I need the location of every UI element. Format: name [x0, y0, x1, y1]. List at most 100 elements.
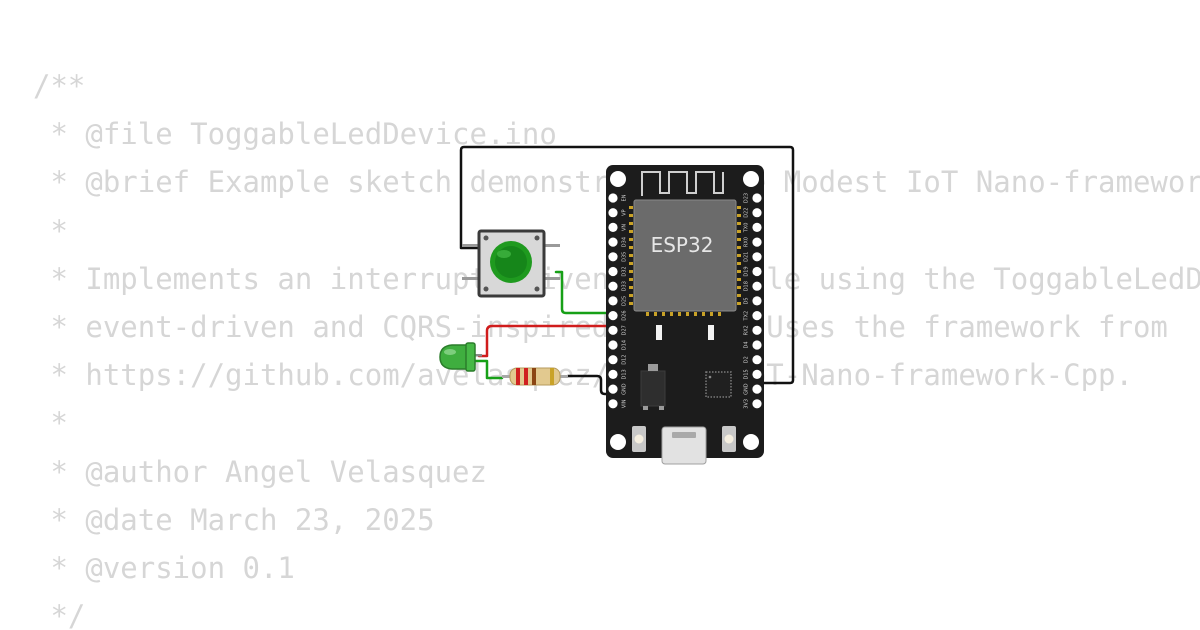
chip-label: ESP32	[651, 233, 714, 257]
module-pad	[710, 312, 713, 316]
right-pin-label: D19	[744, 266, 750, 276]
right-pin-tx2[interactable]	[752, 311, 762, 321]
left-pin-label: D32	[622, 266, 628, 276]
right-pin-d21[interactable]	[752, 252, 762, 262]
right-pin-d18[interactable]	[752, 281, 762, 291]
left-pin-d25[interactable]	[608, 296, 618, 306]
right-pin-label: D4	[744, 341, 750, 348]
left-pin-en[interactable]	[608, 193, 618, 203]
right-pin-gnd[interactable]	[752, 384, 762, 394]
module-pad	[737, 238, 741, 241]
right-pin-label: TX2	[744, 311, 750, 322]
right-pin-rx0[interactable]	[752, 237, 762, 247]
left-pin-label: VP	[622, 209, 628, 215]
left-pin-vin[interactable]	[608, 399, 618, 409]
right-pin-label: 3V3	[744, 399, 750, 409]
module-pad	[678, 312, 681, 316]
right-pin-label: D15	[744, 369, 750, 379]
code-line: * @date March 23, 2025	[33, 502, 435, 537]
right-pin-d4[interactable]	[752, 340, 762, 350]
left-pin-label: D34	[622, 237, 628, 247]
right-pin-d15[interactable]	[752, 369, 762, 379]
module-pad	[629, 302, 633, 305]
boot-button[interactable]	[632, 426, 646, 452]
left-pin-label: D12	[622, 355, 628, 365]
right-pin-d23[interactable]	[752, 193, 762, 203]
left-pin-d32[interactable]	[608, 266, 618, 277]
module-pad	[737, 262, 741, 265]
voltage-regulator	[640, 370, 666, 407]
left-pin-d13[interactable]	[608, 369, 618, 379]
module-pad	[629, 286, 633, 289]
right-pin-d2[interactable]	[752, 355, 762, 365]
left-pin-d34[interactable]	[608, 237, 618, 247]
left-pin-d33[interactable]	[608, 281, 618, 291]
module-pad	[737, 222, 741, 225]
right-pin-d5[interactable]	[752, 296, 762, 306]
left-pin-label: GND	[622, 383, 628, 395]
left-pin-label: VIN	[622, 399, 628, 408]
left-pin-label: D13	[622, 369, 628, 379]
code-line: * @file ToggableLedDevice.ino	[33, 117, 557, 152]
left-pin-header: ENVPVND34D35D32D33D25D26D27D14D12D13GNDV…	[608, 193, 628, 409]
right-pin-d22[interactable]	[752, 208, 762, 218]
wire-led-to-d27	[477, 324, 614, 358]
module-pad	[702, 312, 705, 316]
right-pin-label: D5	[744, 297, 750, 304]
left-pin-d27[interactable]	[608, 325, 618, 335]
code-line: *	[33, 406, 68, 441]
module-pad	[737, 230, 741, 233]
code-line: *	[33, 213, 68, 248]
right-pin-tx0[interactable]	[752, 222, 762, 232]
code-line: /**	[33, 69, 86, 103]
left-pin-vp[interactable]	[608, 208, 618, 218]
module-pad	[629, 294, 633, 297]
reset-button[interactable]	[722, 426, 736, 452]
module-pad	[646, 312, 649, 316]
led-green	[439, 342, 482, 372]
right-pin-d19[interactable]	[752, 266, 762, 277]
right-pin-label: RX2	[744, 325, 750, 335]
wire-button-to-3v3	[459, 145, 795, 385]
left-pin-gnd[interactable]	[608, 384, 618, 394]
left-pin-label: VN	[622, 224, 628, 231]
right-pin-label: D22	[744, 208, 750, 218]
left-pin-d35[interactable]	[608, 252, 618, 262]
module-pad	[629, 246, 633, 249]
module-pad	[662, 312, 665, 316]
module-pad	[737, 294, 741, 297]
left-pin-label: D35	[622, 252, 628, 262]
module-pad	[737, 270, 741, 273]
module-pad	[737, 286, 741, 289]
module-pad	[737, 214, 741, 217]
module-pad	[737, 302, 741, 305]
esp32-board: ESP32 ENVPVND34D35D32D33D25D26D27D14D12D…	[606, 165, 764, 465]
esp32-module	[634, 200, 736, 311]
module-pad	[737, 254, 741, 257]
module-pad	[629, 230, 633, 233]
left-pin-vn[interactable]	[608, 222, 618, 232]
module-pad	[629, 278, 633, 281]
module-pad	[737, 278, 741, 281]
left-pin-label: D27	[622, 325, 628, 335]
left-pin-label: D25	[622, 296, 628, 306]
left-pin-d26[interactable]	[608, 311, 618, 321]
right-pin-3v3[interactable]	[752, 399, 762, 409]
module-pad	[629, 238, 633, 241]
module-pad	[686, 312, 689, 316]
left-pin-d14[interactable]	[608, 340, 618, 350]
left-pin-d12[interactable]	[608, 355, 618, 365]
wire-resistor-to-gnd	[566, 374, 614, 396]
module-pad	[629, 254, 633, 257]
right-pin-label: D21	[744, 252, 750, 262]
code-line: * @version 0.1	[33, 550, 295, 585]
right-pin-label: D23	[744, 193, 750, 203]
left-pin-label: D26	[622, 310, 628, 320]
module-pads	[629, 206, 741, 316]
push-button[interactable]	[462, 229, 560, 298]
right-pin-rx2[interactable]	[752, 325, 762, 335]
right-pin-label: RX0	[744, 237, 750, 247]
code-line: */	[33, 599, 86, 630]
module-pad	[737, 246, 741, 249]
